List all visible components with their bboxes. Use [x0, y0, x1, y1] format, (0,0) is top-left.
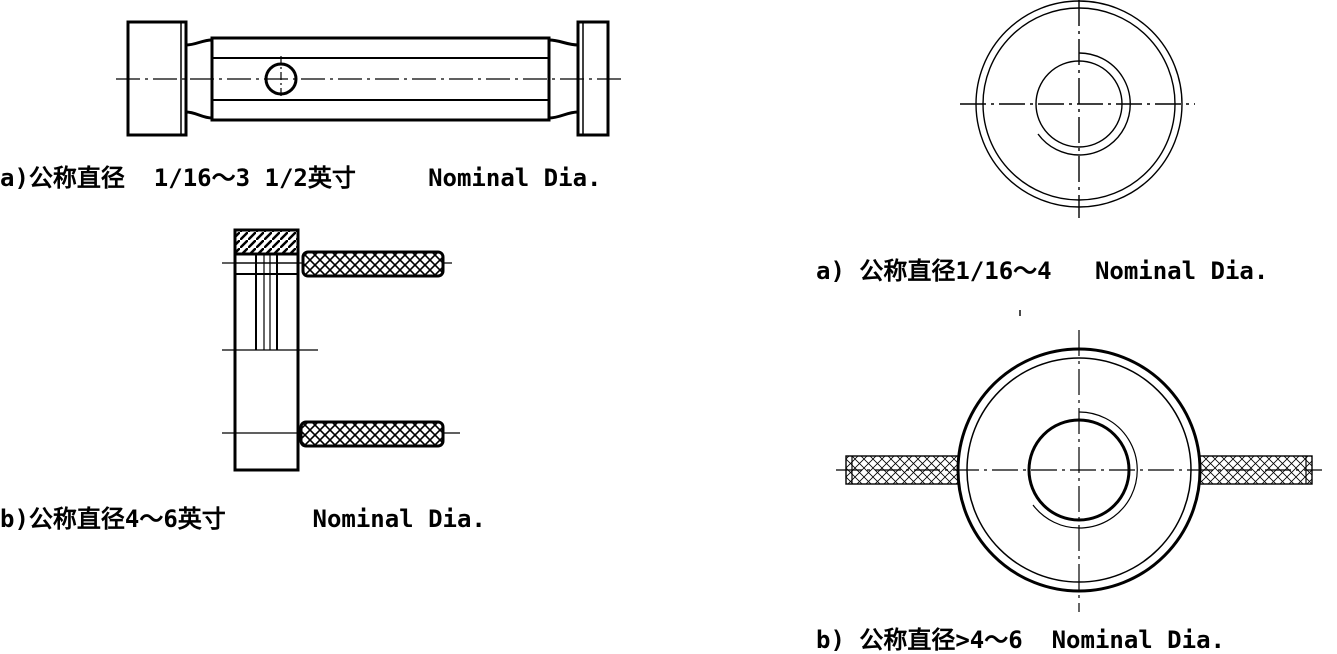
plug-gauge-b-figure [222, 228, 460, 472]
caption-plug-gauge-b: b)公称直径4～6英寸 Nominal Dia. [0, 505, 486, 533]
plug-gauge-a-figure [116, 20, 626, 137]
ring-gauge-b-figure [836, 330, 1322, 612]
caption-ring-gauge-a: a) 公称直径1/16～4 Nominal Dia. [816, 257, 1269, 285]
caption-plug-gauge-a: a)公称直径 1/16～3 1/2英寸 Nominal Dia. [0, 164, 602, 192]
ring-gauge-a-figure [960, 0, 1195, 316]
caption-ring-gauge-b: b) 公称直径>4～6 Nominal Dia. [816, 626, 1225, 654]
